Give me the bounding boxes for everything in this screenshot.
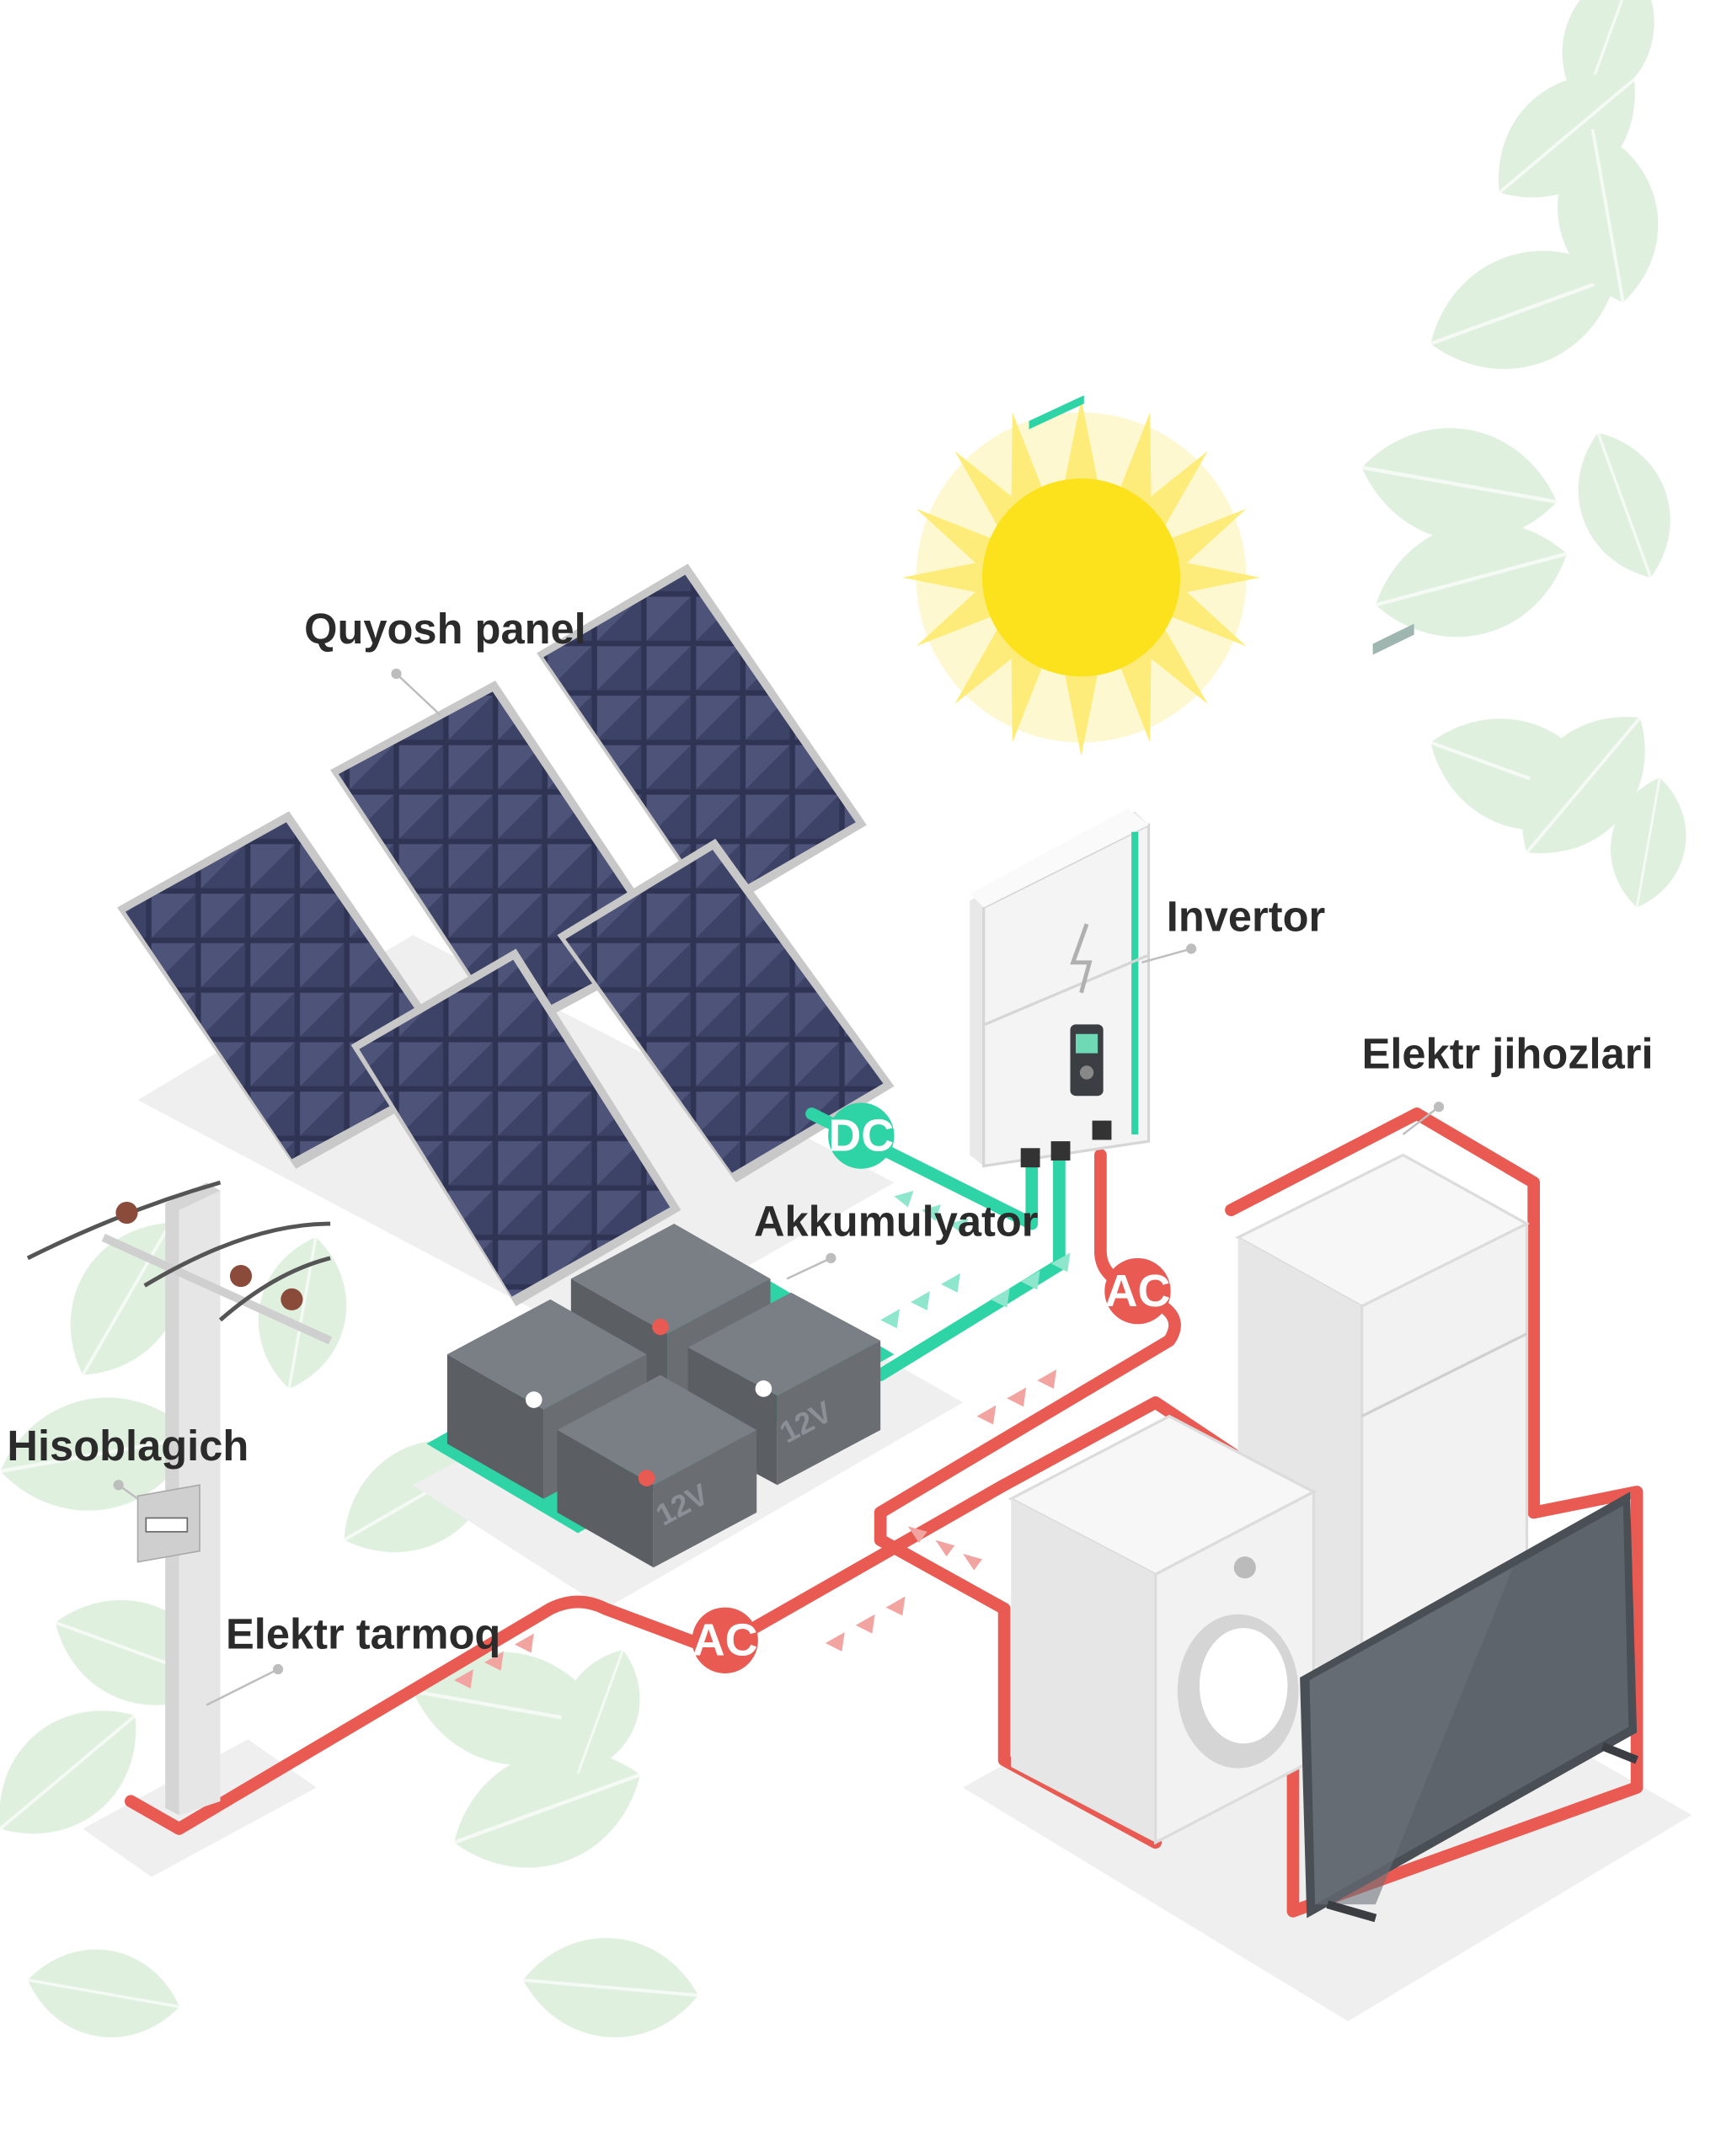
meter-icon [145, 1517, 189, 1533]
grid-label: Elektr tarmoq [226, 1610, 500, 1658]
leader-lines [113, 668, 1445, 1706]
ac-tag-inverter: AC [1104, 1257, 1171, 1325]
battery-label: Akkumulyator [754, 1198, 1038, 1246]
solar-panel-array [117, 563, 895, 1307]
solar-panel-label: Quyosh panel [304, 605, 586, 653]
dc-tag-label: DC [828, 1111, 894, 1161]
ac-tag-grid-label: AC [692, 1615, 758, 1666]
ac-flow-arrows [454, 1369, 1057, 1689]
sun-icon [902, 398, 1260, 756]
meter-label: Hisoblagich [7, 1422, 249, 1470]
battery-bank: 12V 12V [426, 1224, 895, 1568]
utility-pole [26, 1180, 333, 1816]
washing-machine [1007, 1414, 1317, 1845]
ac-tag-inverter-label: AC [1105, 1266, 1171, 1316]
solar-panel [537, 563, 867, 915]
television [1300, 1492, 1638, 1923]
inverter [970, 395, 1151, 1168]
battery: 12V [557, 1374, 757, 1568]
solar-panel [557, 838, 895, 1183]
dc-flow-arrows [880, 1190, 1071, 1329]
inverter-label: Invertor [1167, 892, 1325, 940]
dc-tag: DC [828, 1102, 895, 1169]
appliances-label: Elektr jihozlari [1362, 1030, 1654, 1078]
solar-panel [350, 948, 681, 1307]
ac-tag-grid: AC [692, 1607, 758, 1673]
